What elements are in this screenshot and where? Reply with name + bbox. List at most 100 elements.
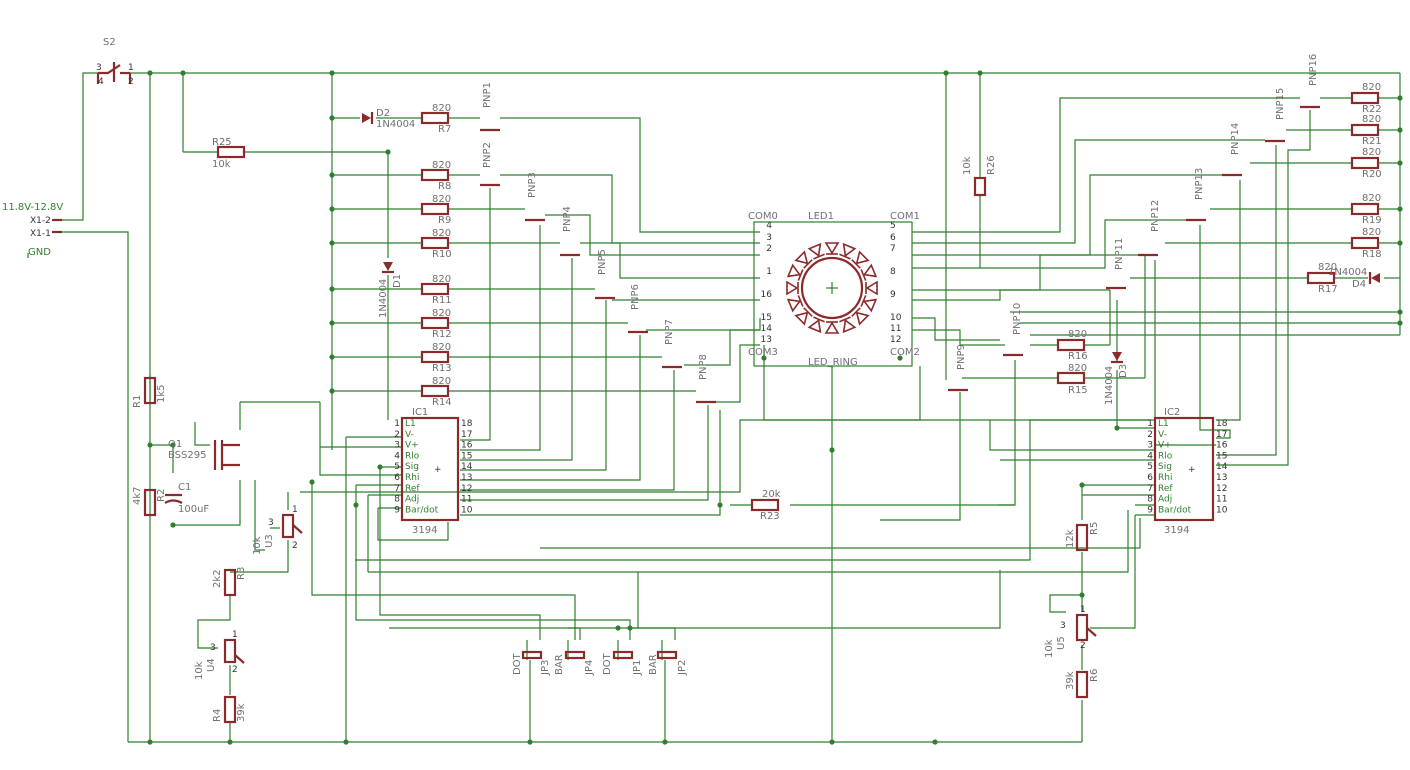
svg-text:C1: C1 — [178, 482, 191, 493]
svg-text:R7: R7 — [438, 124, 451, 135]
ic-pin-number: 15 — [1216, 451, 1227, 461]
svg-text:820: 820 — [432, 228, 451, 239]
svg-text:R19: R19 — [1362, 215, 1382, 226]
led-ring-leds — [786, 242, 878, 334]
ic-pin-name: Rhi — [1158, 473, 1172, 483]
supply-connector — [27, 218, 62, 258]
svg-text:820: 820 — [1362, 114, 1381, 125]
ic-pin-name: Sig — [1158, 462, 1172, 472]
led-ring-pin-number: 5 — [890, 221, 896, 231]
svg-text:R1: R1 — [132, 395, 143, 408]
svg-text:BSS295: BSS295 — [168, 450, 206, 461]
ic-pin-name: V- — [405, 430, 414, 440]
wires — [57, 72, 1401, 743]
led-ring-pin-number: 2 — [766, 244, 772, 254]
svg-text:1N4004: 1N4004 — [376, 119, 415, 130]
led-ring-pin-number: 4 — [766, 221, 772, 231]
svg-text:10k: 10k — [1044, 639, 1055, 658]
ic-pin-number: 14 — [461, 462, 473, 472]
svg-text:820: 820 — [1068, 329, 1087, 340]
led-ring-diode — [839, 242, 857, 260]
svg-text:COM2: COM2 — [890, 347, 920, 358]
svg-text:R17: R17 — [1318, 284, 1338, 295]
diodes — [362, 112, 1380, 364]
svg-text:1: 1 — [292, 505, 298, 515]
led-ring-pin-number: 13 — [761, 335, 772, 345]
ic-pin-number: 11 — [1216, 495, 1227, 505]
svg-text:820: 820 — [1362, 147, 1381, 158]
ic-pin-name: Ref — [405, 484, 420, 494]
ic-pin-number: 5 — [1147, 462, 1153, 472]
ic-pin-number: 3 — [394, 441, 400, 451]
resistor-bank-right — [1056, 91, 1380, 385]
ic-pin-number: 6 — [1147, 473, 1153, 483]
svg-text:1N4004: 1N4004 — [378, 279, 389, 318]
svg-text:U4: U4 — [206, 658, 217, 672]
ic-pin-number: 7 — [1147, 484, 1153, 494]
ic-pin-number: 11 — [461, 495, 472, 505]
svg-text:PNP8: PNP8 — [698, 354, 709, 380]
svg-text:COM3: COM3 — [748, 347, 778, 358]
svg-text:10k: 10k — [212, 159, 231, 170]
svg-text:R10: R10 — [432, 249, 452, 260]
led-ring-diode — [807, 316, 825, 334]
ic-pin-name: V+ — [405, 441, 419, 451]
svg-text:LED1: LED1 — [808, 211, 834, 222]
svg-text:4: 4 — [98, 77, 104, 87]
svg-text:820: 820 — [1362, 193, 1381, 204]
svg-text:PNP7: PNP7 — [664, 319, 675, 345]
pnp-transistors-left — [480, 128, 716, 404]
ic-pin-number: 8 — [1147, 495, 1153, 505]
svg-text:R2: R2 — [156, 489, 167, 502]
svg-text:D3: D3 — [1118, 364, 1129, 378]
svg-text:PNP10: PNP10 — [1012, 303, 1023, 335]
ic-pin-name: V- — [1158, 430, 1167, 440]
svg-text:PNP5: PNP5 — [597, 249, 608, 275]
pnp-transistors-right — [948, 105, 1320, 392]
svg-text:R25: R25 — [212, 137, 232, 148]
ic-pin-name: Rhi — [405, 473, 419, 483]
svg-text:JP3: JP3 — [540, 660, 551, 676]
ic-pin-number: 1 — [394, 419, 400, 429]
svg-text:3: 3 — [210, 643, 216, 653]
jumpers — [521, 650, 678, 660]
svg-text:820: 820 — [432, 103, 451, 114]
switch-s2 — [96, 62, 132, 84]
svg-text:PNP2: PNP2 — [482, 142, 493, 168]
led-ring-diode — [786, 295, 804, 313]
svg-text:R5: R5 — [1089, 522, 1100, 535]
svg-text:1N4004: 1N4004 — [1328, 267, 1367, 278]
ic-pin-number: 12 — [461, 484, 472, 494]
svg-text:2: 2 — [292, 541, 298, 551]
svg-text:3194: 3194 — [1164, 525, 1189, 536]
svg-text:JP4: JP4 — [584, 660, 595, 676]
led-ring-pin-number: 9 — [890, 290, 896, 300]
ic-pin-number: 6 — [394, 473, 400, 483]
svg-text:PNP3: PNP3 — [527, 172, 538, 198]
capacitor-c1 — [164, 493, 183, 504]
ic-pin-number: 17 — [461, 430, 472, 440]
ic-pin-number: 4 — [394, 451, 400, 461]
svg-text:COM1: COM1 — [890, 211, 920, 222]
ic2-body — [1153, 416, 1215, 522]
svg-text:PNP11: PNP11 — [1114, 238, 1125, 270]
svg-text:820: 820 — [432, 308, 451, 319]
svg-text:R14: R14 — [432, 397, 452, 408]
svg-text:10k: 10k — [194, 661, 205, 680]
ic1-body — [400, 416, 460, 522]
svg-text:PNP15: PNP15 — [1275, 88, 1286, 120]
ic-pin-number: 16 — [461, 441, 473, 451]
svg-text:2: 2 — [128, 77, 134, 87]
svg-text:R18: R18 — [1362, 249, 1382, 260]
svg-text:R15: R15 — [1068, 385, 1088, 396]
led-ring-diode — [865, 280, 878, 296]
voltage-label: 11.8V-12.8V — [2, 202, 63, 213]
ic-pin-name: Bar/dot — [1158, 505, 1192, 515]
resistor-bank-left — [216, 111, 780, 512]
led-ring-pin-number: 8 — [890, 267, 896, 277]
led-ring-diode — [794, 307, 813, 326]
led-ring-pin-number: 11 — [890, 324, 901, 334]
svg-text:820: 820 — [1068, 363, 1087, 374]
svg-text:3194: 3194 — [412, 525, 437, 536]
